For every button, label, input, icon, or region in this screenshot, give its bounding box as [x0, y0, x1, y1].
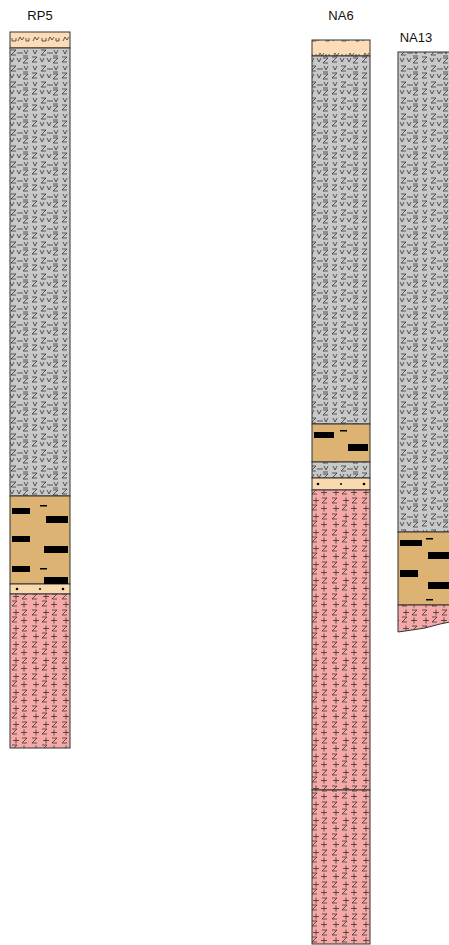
column-rp5 — [10, 32, 70, 748]
column-na13 — [398, 52, 449, 632]
column-label: RP5 — [10, 8, 70, 24]
coal-bars — [12, 505, 68, 590]
column-na6 — [312, 40, 370, 944]
column-label: NA6 — [312, 8, 370, 24]
coal-bars — [400, 538, 449, 601]
column-heading: NA13 — [398, 30, 434, 46]
column-label: NA13 — [398, 30, 434, 46]
column-heading: RP5 — [10, 8, 70, 24]
coal-bars — [314, 430, 368, 485]
column-heading: NA6 — [312, 8, 370, 24]
